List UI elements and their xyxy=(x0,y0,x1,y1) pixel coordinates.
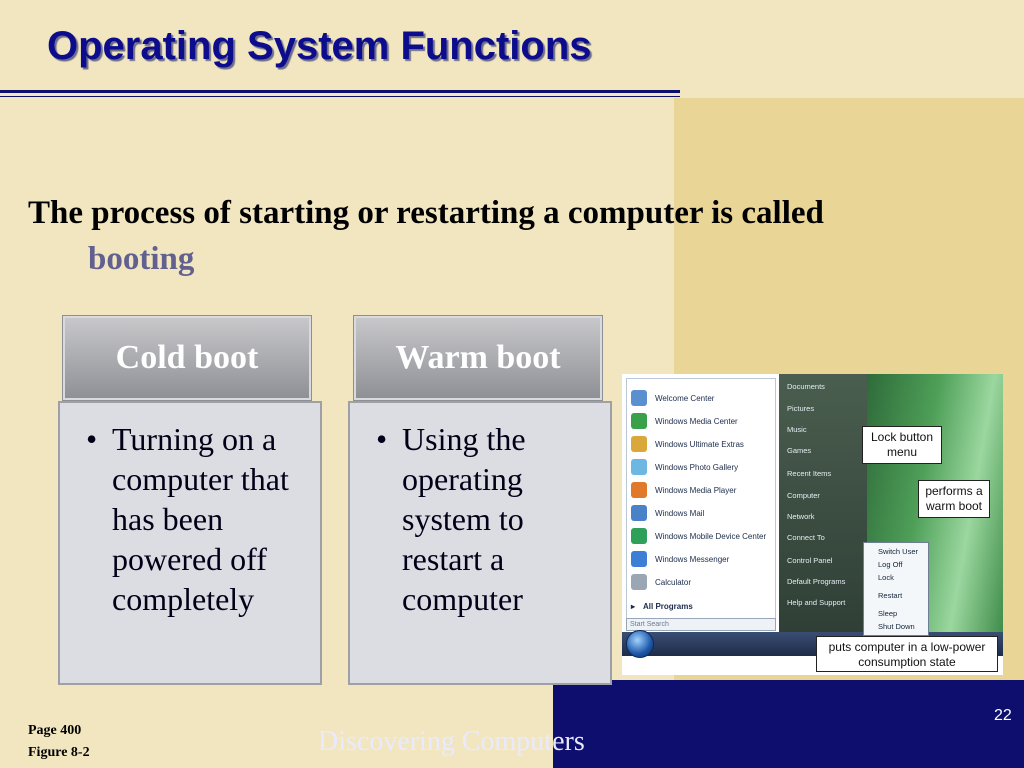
triangle-right-icon: ▸ xyxy=(631,601,636,611)
card-body-warm-boot: Using the operating system to restart a … xyxy=(348,401,612,685)
menu-item-all-programs: ▸ All Programs xyxy=(631,595,771,617)
menu-item-label: Windows Media Center xyxy=(655,416,738,426)
menu-right-item: Games xyxy=(787,446,812,455)
page-number-ref: Page 400 xyxy=(28,723,82,738)
extras-icon xyxy=(631,436,647,452)
welcome-icon xyxy=(631,390,647,406)
menu-item-label: Windows Media Player xyxy=(655,485,737,495)
bullet-item: Using the operating system to restart a … xyxy=(376,419,600,619)
menu-item: Welcome Center xyxy=(631,387,771,409)
figure-ref: Figure 8-2 xyxy=(28,745,90,760)
slide-title: Operating System Functions xyxy=(47,24,592,68)
callout-lock-menu: Lock button menu xyxy=(862,426,942,464)
menu-item: Windows Photo Gallery xyxy=(631,456,771,478)
media-player-icon xyxy=(631,482,647,498)
menu-item-label: Windows Mail xyxy=(655,508,705,518)
start-menu-figure: Documents Pictures Music Games Recent It… xyxy=(622,374,1003,675)
menu-right-item: Help and Support xyxy=(787,598,846,607)
card-heading-cold-boot: Cold boot xyxy=(62,315,312,401)
calculator-icon xyxy=(631,574,647,590)
menu-right-item: Default Programs xyxy=(787,577,846,586)
bullet-list: Using the operating system to restart a … xyxy=(364,419,600,619)
menu-right-item: Control Panel xyxy=(787,556,833,565)
menu-right-item: Recent Items xyxy=(787,469,832,478)
messenger-icon xyxy=(631,551,647,567)
menu-right-item: Music xyxy=(787,425,807,434)
card-heading-text: Cold boot xyxy=(115,339,259,376)
title-rule xyxy=(0,90,680,93)
submenu-item: Restart xyxy=(878,591,903,600)
slide-number: 22 xyxy=(994,707,1012,724)
menu-item-label: Calculator xyxy=(655,577,692,587)
menu-item-label: Windows Mobile Device Center xyxy=(655,531,767,541)
start-orb-icon xyxy=(626,630,654,658)
menu-right-item: Computer xyxy=(787,491,820,500)
menu-right-item: Documents xyxy=(787,382,825,391)
lock-button-submenu: Switch User Log Off Lock Restart Sleep S… xyxy=(863,542,929,636)
menu-item: Windows Mail xyxy=(631,502,771,524)
main-statement-text: The process of starting or restarting a … xyxy=(28,195,824,231)
page-reference: Page 400 Figure 8-2 xyxy=(28,720,90,764)
mobile-device-icon xyxy=(631,528,647,544)
footer-bar xyxy=(553,680,1024,768)
title-rule-thin xyxy=(0,96,680,97)
menu-item-label: Welcome Center xyxy=(655,393,715,403)
submenu-item: Lock xyxy=(878,573,894,582)
submenu-item: Shut Down xyxy=(878,622,915,631)
menu-item: Windows Media Center xyxy=(631,410,771,432)
menu-item: Windows Messenger xyxy=(631,548,771,570)
menu-right-item: Pictures xyxy=(787,404,815,413)
bullet-item: Turning on a computer that has been powe… xyxy=(86,419,310,619)
footer-title: Discovering Computers xyxy=(318,726,585,757)
menu-item-label: Windows Ultimate Extras xyxy=(655,439,744,449)
photo-gallery-icon xyxy=(631,459,647,475)
menu-item: Windows Ultimate Extras xyxy=(631,433,771,455)
start-menu-right-pane: Documents Pictures Music Games Recent It… xyxy=(779,374,867,632)
start-search-box: Start Search xyxy=(626,618,776,631)
bullet-list: Turning on a computer that has been powe… xyxy=(74,419,310,619)
menu-right-item: Network xyxy=(787,512,815,521)
card-heading-warm-boot: Warm boot xyxy=(353,315,603,401)
menu-item: Windows Media Player xyxy=(631,479,771,501)
main-statement: The process of starting or restarting a … xyxy=(28,190,1008,282)
media-center-icon xyxy=(631,413,647,429)
menu-item-label: Windows Messenger xyxy=(655,554,730,564)
menu-item-label: All Programs xyxy=(643,601,693,611)
menu-item: Calculator xyxy=(631,571,771,593)
submenu-item: Log Off xyxy=(878,560,903,569)
menu-item: Windows Mobile Device Center xyxy=(631,525,771,547)
mail-icon xyxy=(631,505,647,521)
callout-low-power: puts computer in a low-power consumption… xyxy=(816,636,998,672)
card-heading-text: Warm boot xyxy=(395,339,561,376)
callout-warm-boot: performs a warm boot xyxy=(918,480,990,518)
submenu-item: Switch User xyxy=(878,547,919,556)
start-menu-left-pane: Welcome Center Windows Media Center Wind… xyxy=(626,378,776,631)
submenu-item: Sleep xyxy=(878,609,898,618)
card-body-cold-boot: Turning on a computer that has been powe… xyxy=(58,401,322,685)
keyword-booting: booting xyxy=(88,241,195,277)
menu-right-item: Connect To xyxy=(787,533,825,542)
menu-item-label: Windows Photo Gallery xyxy=(655,462,739,472)
